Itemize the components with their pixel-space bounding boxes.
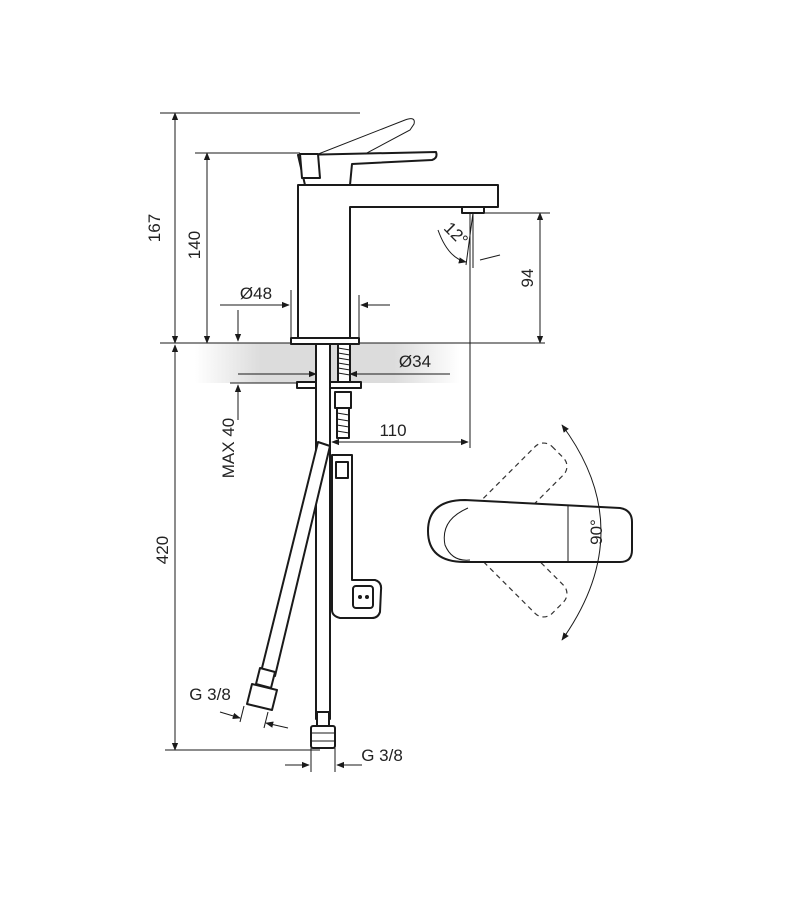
threaded-rod-lower xyxy=(336,407,350,439)
dim-hole-diameter: Ø34 xyxy=(399,352,431,371)
hose-ferrule-right xyxy=(316,711,330,727)
clip-dot-1 xyxy=(358,595,362,599)
dim-handle-height: 140 xyxy=(185,231,204,259)
mounting-nut xyxy=(334,391,352,409)
nut-lines-right xyxy=(311,732,335,742)
dim-handle-rotation: 90° xyxy=(587,519,606,545)
dim-spout-height: 94 xyxy=(518,269,537,288)
thread-lines-lower xyxy=(336,412,350,434)
dim-base-diameter: Ø48 xyxy=(240,284,272,303)
supply-hose-vertical xyxy=(315,343,331,720)
handle-top-view xyxy=(427,424,633,641)
handle-inner-curve xyxy=(443,507,471,561)
dim-hose-thread-right: G 3/8 xyxy=(361,746,403,765)
handle-body-top xyxy=(427,499,633,563)
rotation-arc xyxy=(561,424,602,641)
mounting-bracket xyxy=(331,454,383,619)
dim-hose-thread-left: G 3/8 xyxy=(189,685,231,704)
hose-nut-left xyxy=(246,683,278,711)
spout-outlet xyxy=(461,206,485,214)
dim-hose-length: 420 xyxy=(153,536,172,564)
faucet-side-view xyxy=(246,118,499,749)
dim-total-height: 167 xyxy=(145,214,164,242)
lever-cap xyxy=(299,153,321,179)
hose-nut-right xyxy=(310,725,336,749)
dimension-lines xyxy=(160,112,550,772)
thread-lines xyxy=(337,347,351,376)
dim-spout-reach: 110 xyxy=(379,421,406,440)
bracket-clip xyxy=(352,585,374,609)
clip-dot-2 xyxy=(365,595,369,599)
lever-handle xyxy=(297,151,438,186)
lever-raised-outline xyxy=(302,118,415,179)
bracket-slot xyxy=(335,461,349,479)
dim-max-thickness: MAX 40 xyxy=(219,418,238,478)
